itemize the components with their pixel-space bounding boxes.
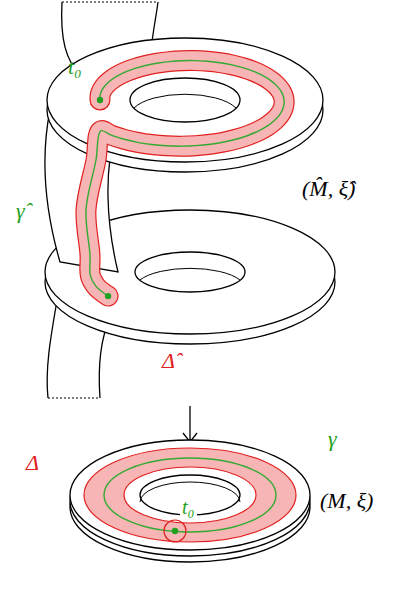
base-point	[105, 293, 111, 299]
math-label: (M̂, ξ̂)	[300, 178, 357, 200]
math-label: (M, ξ)	[318, 490, 375, 512]
math-label: γ	[326, 428, 339, 450]
math-label: t₀	[66, 56, 84, 78]
math-label: Δ̂	[160, 350, 177, 372]
math-label: Δ	[24, 452, 41, 474]
band-fill	[86, 61, 284, 297]
covering-arrow	[183, 406, 197, 442]
lifted-curve	[86, 61, 284, 297]
base-torus	[70, 440, 310, 562]
math-label: t₀	[180, 497, 197, 517]
math-label: γ̂	[14, 200, 27, 222]
base-point	[97, 97, 103, 103]
band-outline	[86, 61, 284, 297]
lifted-band	[86, 61, 284, 300]
